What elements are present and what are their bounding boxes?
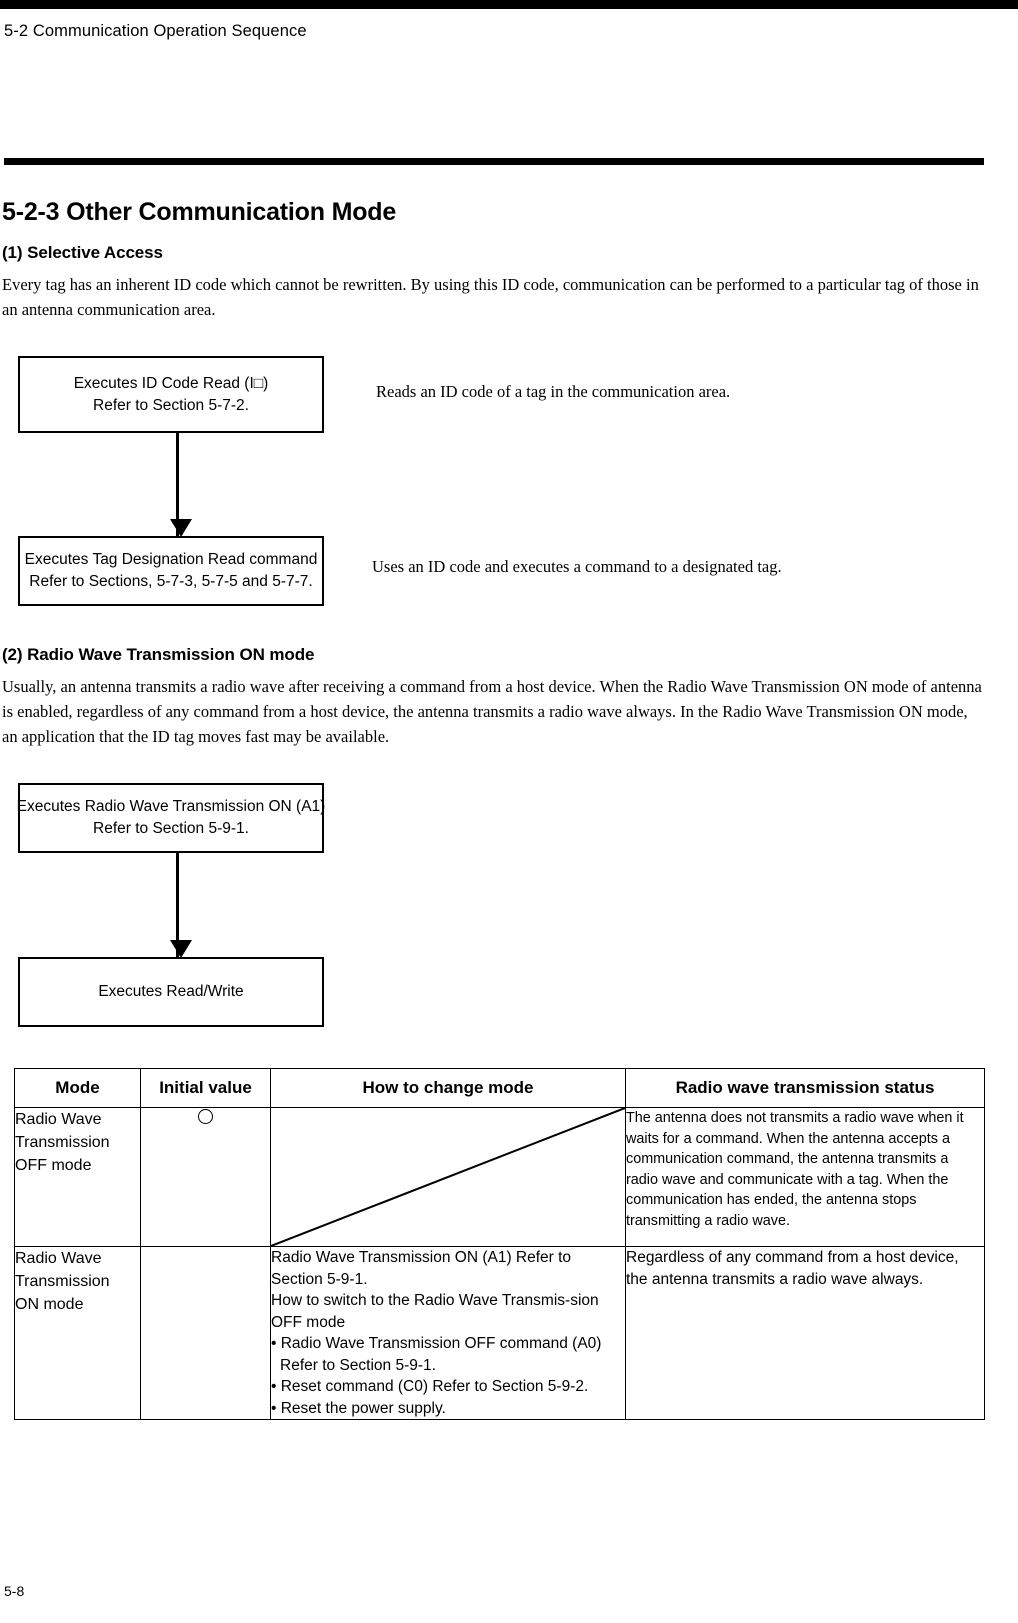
cell-status-on: Regardless of any command from a host de… — [625, 1246, 985, 1420]
column-header-radio-wave-transmission-status: Radio wave transmission status — [625, 1068, 985, 1108]
cell-mode-on-line2: Transmission — [15, 1273, 110, 1290]
circle-mark-icon — [198, 1109, 213, 1124]
paragraph-radio-wave-on: Usually, an antenna transmits a radio wa… — [2, 677, 982, 746]
cell-mode-off-line2: Transmission — [15, 1134, 110, 1151]
flow-box-radio-wave-transmission-on-line2: Refer to Section 5-9-1. — [93, 820, 249, 837]
cell-mode-on-line1: Radio Wave — [15, 1250, 102, 1267]
change-line-2: How to switch to the Radio Wave Transmis… — [271, 1292, 599, 1331]
cell-mode-on: Radio Wave Transmission ON mode — [14, 1246, 141, 1420]
flow-arrow-down-icon — [169, 853, 192, 958]
cell-initial-value-off — [140, 1107, 271, 1247]
cell-how-to-change-on: Radio Wave Transmission ON (A1) Refer to… — [270, 1246, 626, 1420]
table-row: Radio Wave Transmission ON mode Radio Wa… — [14, 1246, 985, 1420]
running-head: 5-2 Communication Operation Sequence — [4, 22, 307, 40]
cell-mode-off: Radio Wave Transmission OFF mode — [14, 1107, 141, 1247]
flow-box-id-code-read-line2: Refer to Section 5-7-2. — [93, 396, 249, 414]
mode-comparison-table: Mode Initial value How to change mode Ra… — [14, 1068, 985, 1420]
cell-how-to-change-off-not-applicable — [270, 1107, 626, 1247]
flow-note-reads-id-code: Reads an ID code of a tag in the communi… — [376, 382, 731, 401]
page-number: 5-8 — [4, 1583, 25, 1599]
flow-box-tag-designation-read: Executes Tag Designation Read command Re… — [18, 536, 324, 606]
cell-status-off: The antenna does not transmits a radio w… — [625, 1107, 985, 1247]
cell-mode-off-line3: OFF mode — [15, 1157, 92, 1174]
column-header-mode: Mode — [14, 1068, 141, 1108]
flow-box-id-code-read: Executes ID Code Read (I□) Refer to Sect… — [18, 356, 324, 433]
change-bullet-2: • Reset command (C0) Refer to Section 5-… — [271, 1378, 589, 1395]
table-row: Radio Wave Transmission OFF mode The ant… — [14, 1107, 985, 1247]
header-divider-rule — [4, 158, 984, 165]
cell-mode-on-line3: ON mode — [15, 1296, 84, 1313]
column-header-initial-value: Initial value — [140, 1068, 271, 1108]
change-bullet-3: • Reset the power supply. — [271, 1399, 446, 1417]
flow-box-radio-wave-transmission-on: Executes Radio Wave Transmission ON (A1)… — [16, 783, 326, 853]
subsection-heading-selective-access: (1) Selective Access — [2, 243, 163, 262]
paragraph-selective-access: Every tag has an inherent ID code which … — [2, 275, 979, 319]
table-header-row: Mode Initial value How to change mode Ra… — [14, 1068, 985, 1108]
subsection-heading-radio-wave-on: (2) Radio Wave Transmission ON mode — [2, 645, 315, 664]
flow-box-tag-designation-read-line1: Executes Tag Designation Read command — [24, 551, 318, 568]
change-line-1: Radio Wave Transmission ON (A1) Refer to… — [271, 1249, 572, 1288]
flow-box-radio-wave-transmission-on-line1: Executes Radio Wave Transmission ON (A1) — [16, 798, 326, 815]
page-title: 5-2-3 Other Communication Mode — [2, 198, 397, 226]
top-rule — [0, 0, 1018, 9]
flow-box-executes-read-write-line1: Executes Read/Write — [98, 983, 244, 1000]
cell-initial-value-on — [140, 1246, 271, 1420]
flow-box-executes-read-write: Executes Read/Write — [18, 957, 324, 1027]
flow-box-tag-designation-read-line2: Refer to Sections, 5-7-3, 5-7-5 and 5-7-… — [29, 573, 313, 590]
change-bullet-1: • Radio Wave Transmission OFF command (A… — [271, 1335, 602, 1374]
flow-note-uses-id-code: Uses an ID code and executes a command t… — [372, 557, 782, 576]
diagonal-strike-icon — [271, 1108, 625, 1246]
column-header-how-to-change-mode: How to change mode — [270, 1068, 626, 1108]
cell-mode-off-line1: Radio Wave — [15, 1111, 102, 1128]
flow-arrow-down-icon — [169, 433, 192, 537]
flow-box-id-code-read-line1: Executes ID Code Read (I□) — [73, 374, 269, 392]
